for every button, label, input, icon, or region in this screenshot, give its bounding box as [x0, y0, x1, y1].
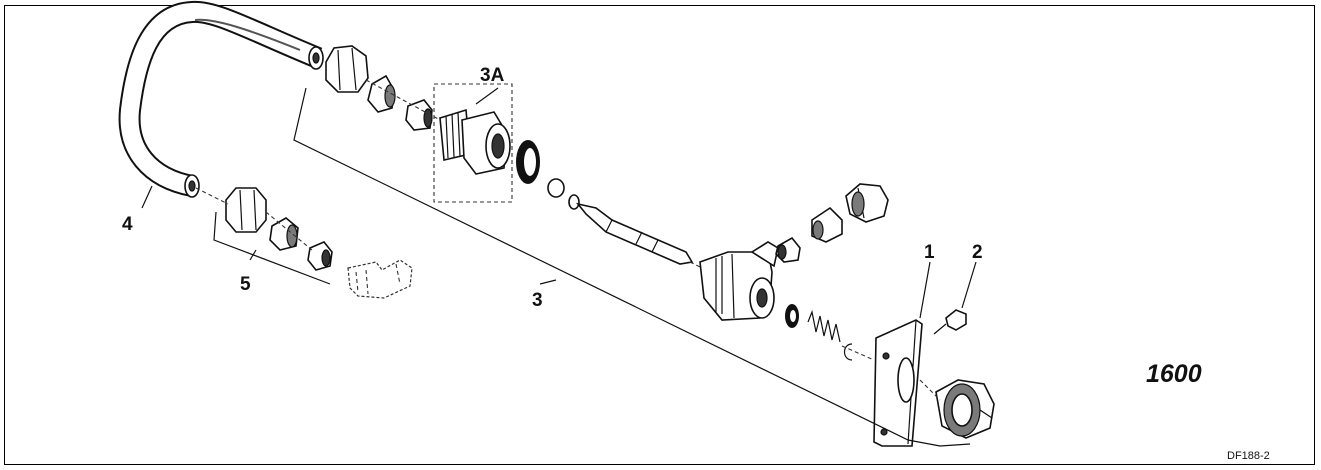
check-valve-stem: [568, 194, 694, 265]
model-label: 1600: [1146, 360, 1202, 388]
bracket: [873, 319, 923, 447]
elbow-fitting: [347, 259, 413, 299]
side-ferrule: [811, 206, 843, 243]
retaining-clip: [843, 343, 853, 361]
side-nut: [845, 183, 889, 223]
lower-washer: [785, 304, 799, 328]
lower-ferrule: [269, 217, 299, 251]
adapter-3a: [439, 108, 511, 175]
callout-3a: 3A: [480, 65, 505, 86]
leader-lines: [141, 79, 977, 447]
bulkhead-nut: [935, 379, 995, 439]
hose: [118, 0, 324, 198]
side-insert: [775, 236, 801, 263]
assembly-3a-box: [433, 83, 513, 203]
figure-frame: [4, 5, 1315, 465]
upper-insert: [405, 99, 433, 131]
upper-nut: [325, 45, 369, 93]
figure-reference: DF188-2: [1227, 450, 1270, 462]
o-ring-washer: [516, 140, 540, 184]
spring: [807, 309, 841, 343]
valve-body: [699, 241, 779, 321]
callout-1: 1: [924, 242, 935, 263]
lower-insert: [307, 241, 333, 271]
callout-3: 3: [532, 290, 543, 311]
small-ferrule: [547, 178, 565, 198]
callout-4: 4: [122, 214, 133, 235]
callout-5: 5: [240, 274, 251, 295]
callout-2: 2: [972, 242, 983, 263]
bolt: [933, 309, 967, 335]
lower-nut: [225, 187, 267, 233]
